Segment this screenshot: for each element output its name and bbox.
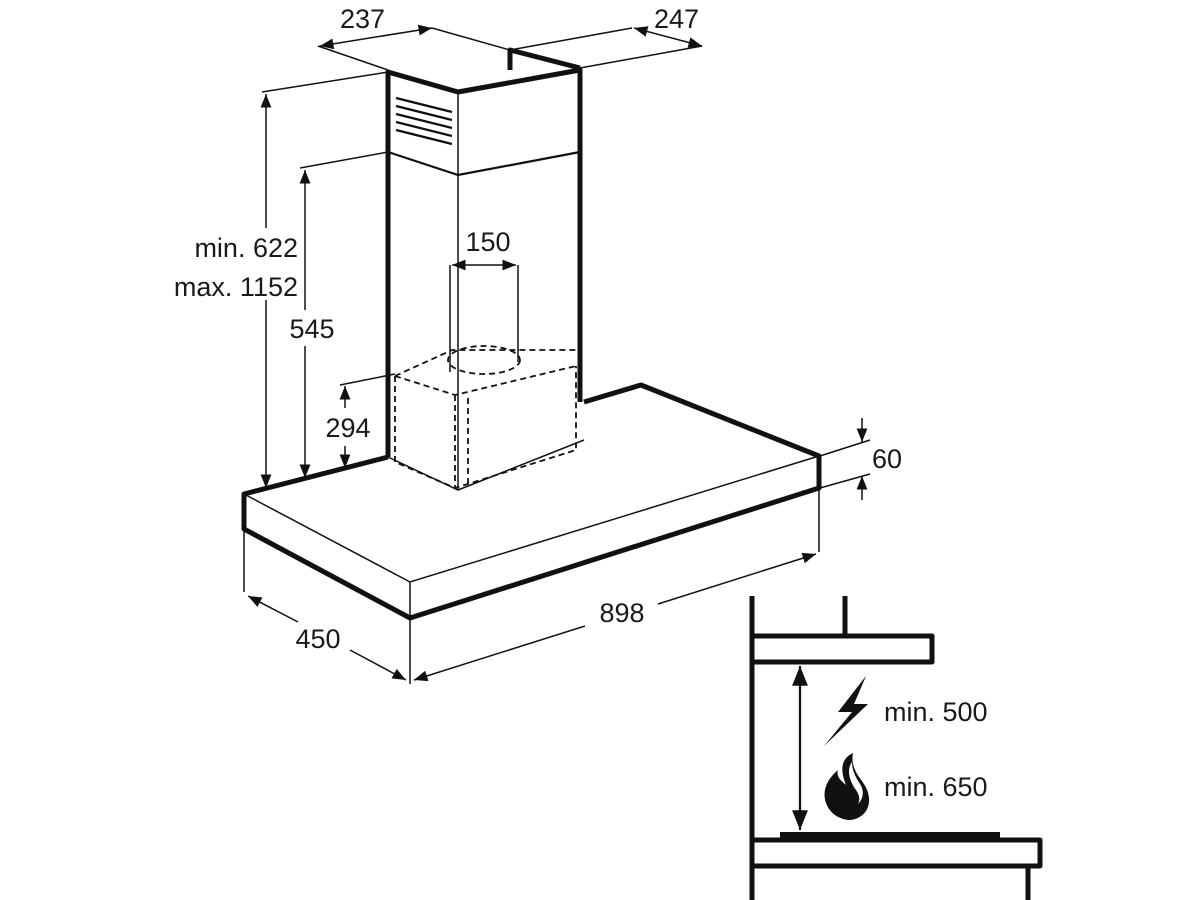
dimension-label-150: 150 xyxy=(465,227,510,257)
canopy xyxy=(241,382,822,621)
clearance-inset: min. 500 min. 650 xyxy=(749,596,1043,900)
lightning-icon xyxy=(824,676,868,746)
dimension-label-898: 898 xyxy=(599,598,644,628)
dimension-label-max-height: max. 1152 xyxy=(174,272,298,302)
dimension-duct: 150 xyxy=(452,227,516,271)
gas-clearance-label: min. 650 xyxy=(884,772,988,802)
vent-slots xyxy=(395,96,453,146)
electric-clearance-label: min. 500 xyxy=(884,697,988,727)
dimension-heights: min. 622 max. 1152 545 294 xyxy=(170,71,396,488)
dimension-label-min-height: min. 622 xyxy=(194,233,298,263)
dimension-canopy-footprint: 450 898 xyxy=(243,488,820,684)
dimension-label-247: 247 xyxy=(654,4,699,34)
dimension-label-545: 545 xyxy=(289,314,334,344)
flame-icon xyxy=(824,753,870,820)
chimney xyxy=(385,47,585,491)
dimension-label-450: 450 xyxy=(295,624,340,654)
dimension-label-237: 237 xyxy=(340,4,385,34)
dimension-chimney-top: 237 247 xyxy=(317,4,703,71)
dimension-label-294: 294 xyxy=(325,413,370,443)
dimension-label-60: 60 xyxy=(872,444,902,474)
dimension-canopy-height: 60 xyxy=(819,418,902,500)
